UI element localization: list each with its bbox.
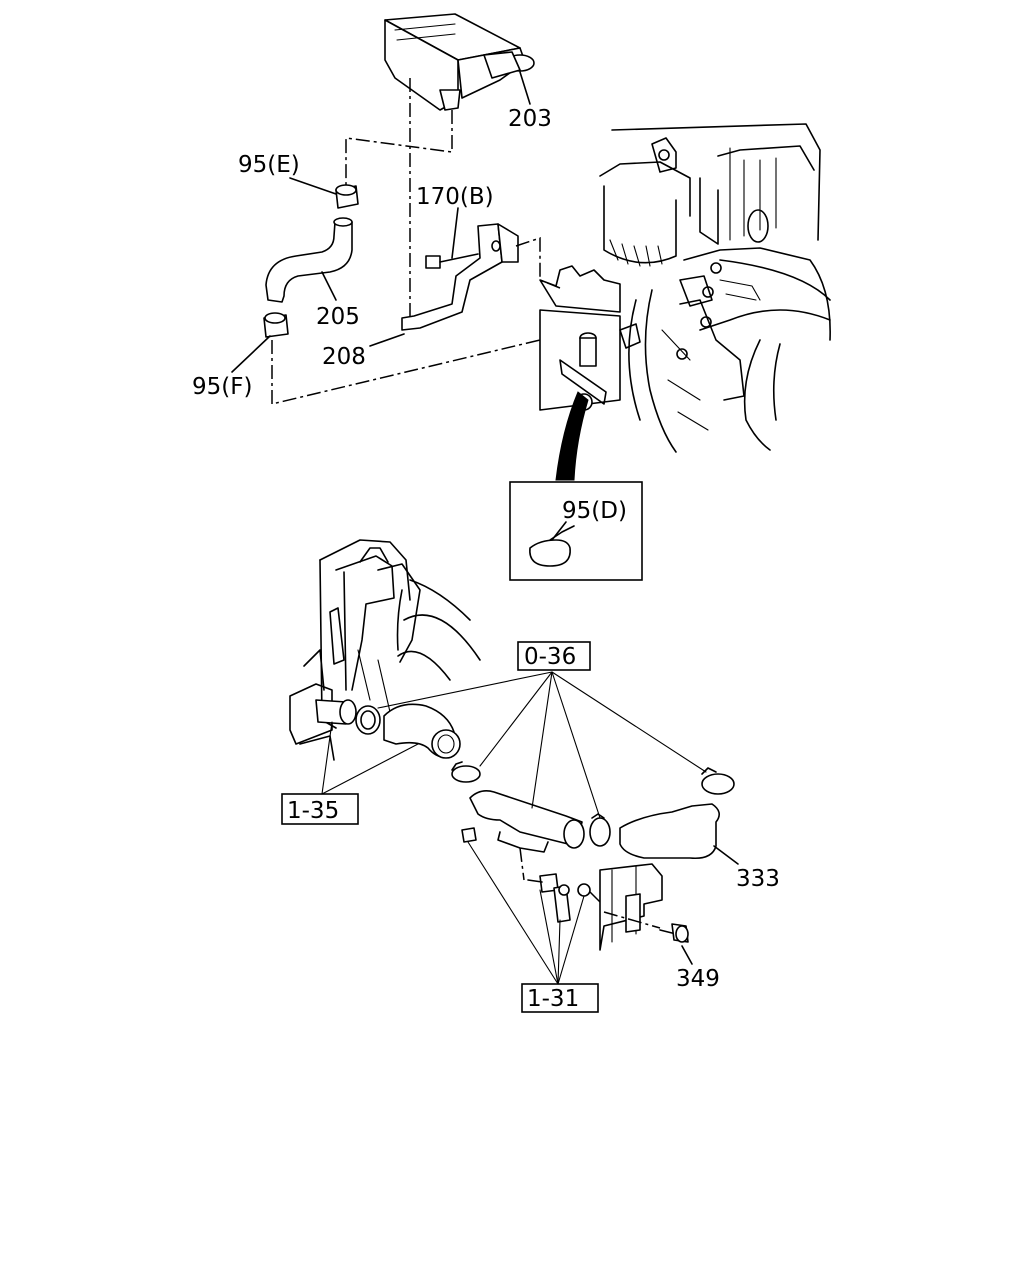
- ref-box-1-31: [521, 983, 599, 1013]
- clamp-95f: [263, 312, 289, 338]
- leader-95e: [289, 177, 337, 195]
- pipe-middle: [469, 790, 585, 853]
- leader-95f: [231, 335, 271, 373]
- ref-box-1-35: [281, 793, 359, 825]
- detail-box-95d: [509, 481, 643, 581]
- leader-205: [321, 271, 337, 301]
- leader-170b: [451, 207, 459, 259]
- bolt-349: [659, 923, 689, 943]
- label-95e: 95(E): [238, 152, 300, 178]
- hose-205: [265, 217, 353, 303]
- label-1-35: 1-35: [287, 798, 339, 824]
- assembly-lines-lower: [519, 847, 661, 929]
- clamp-lower-3: [701, 767, 735, 795]
- label-203: 203: [508, 106, 552, 132]
- leaders-1-35: [321, 721, 419, 795]
- label-333: 333: [736, 866, 780, 892]
- label-95d: 95(D): [562, 498, 627, 524]
- bracket-208: [401, 223, 519, 331]
- leader-203: [519, 71, 531, 105]
- clamp-95e: [335, 184, 359, 209]
- leaders-0-36: [377, 671, 707, 819]
- ref-box-0-36: [517, 641, 591, 671]
- clamp-lower-1: [451, 761, 481, 783]
- clamp-lower-2: [589, 813, 611, 847]
- label-208: 208: [322, 344, 366, 370]
- leader-349: [681, 945, 693, 965]
- label-349: 349: [676, 966, 720, 992]
- canister-203: [384, 13, 535, 111]
- leader-208: [369, 333, 405, 347]
- detail-pointer: [555, 391, 589, 481]
- label-170b: 170(B): [416, 184, 494, 210]
- label-205: 205: [316, 304, 360, 330]
- bolt-170b: [425, 253, 479, 269]
- leader-333: [713, 845, 739, 865]
- washer-nut: [461, 827, 477, 843]
- label-95f: 95(F): [192, 374, 252, 400]
- hose-333: [619, 803, 720, 860]
- bracket-lower: [527, 863, 663, 951]
- leaders-1-31: [467, 841, 585, 985]
- pipe-outlet: [315, 699, 381, 735]
- label-0-36: 0-36: [524, 644, 576, 670]
- label-1-31: 1-31: [527, 986, 579, 1012]
- hose-elbow: [383, 703, 461, 759]
